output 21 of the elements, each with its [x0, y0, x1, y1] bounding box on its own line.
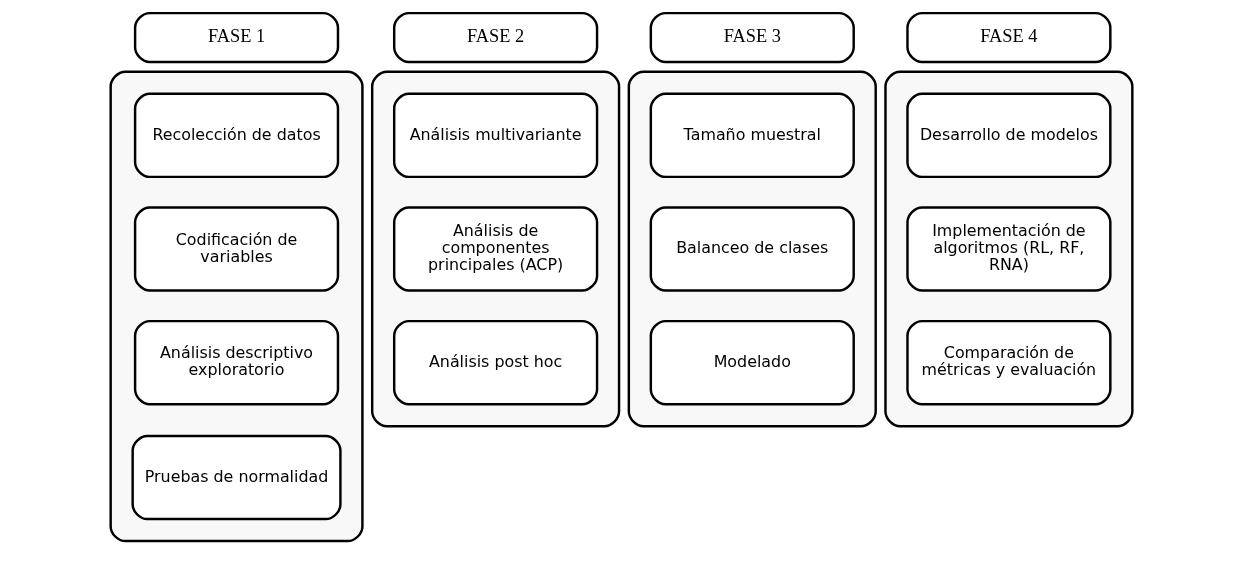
node-box: Desarrollo de modelos — [905, 92, 1112, 179]
node-box: Análisis post hoc — [392, 319, 598, 406]
node-box: Balanceo de clases — [649, 206, 855, 292]
cluster — [627, 70, 877, 428]
node-box: Análisis multivariante — [392, 92, 598, 179]
node-box: FASE 3 — [649, 11, 855, 64]
node-box: Modelado — [649, 319, 855, 406]
node-box: Implementación de algoritmos (RL, RF, RNA) — [905, 206, 1112, 292]
cluster — [883, 70, 1134, 428]
node-box: Pruebas de normalidad — [130, 434, 342, 521]
node-box: FASE 1 — [133, 11, 339, 64]
cluster — [108, 70, 364, 543]
node-box: Tamaño muestral — [649, 92, 855, 179]
node-box: Análisis de componentes principales (ACP) — [392, 206, 598, 292]
node-box: Comparación de métricas y evaluación — [905, 319, 1112, 406]
node-box: FASE 4 — [905, 11, 1112, 64]
node-box: FASE 2 — [392, 11, 598, 64]
node-box: Recolección de datos — [133, 92, 339, 179]
node-box: Análisis descriptivo exploratorio — [133, 319, 339, 406]
node-box: Codificación de variables — [133, 206, 339, 292]
cluster — [370, 70, 620, 428]
